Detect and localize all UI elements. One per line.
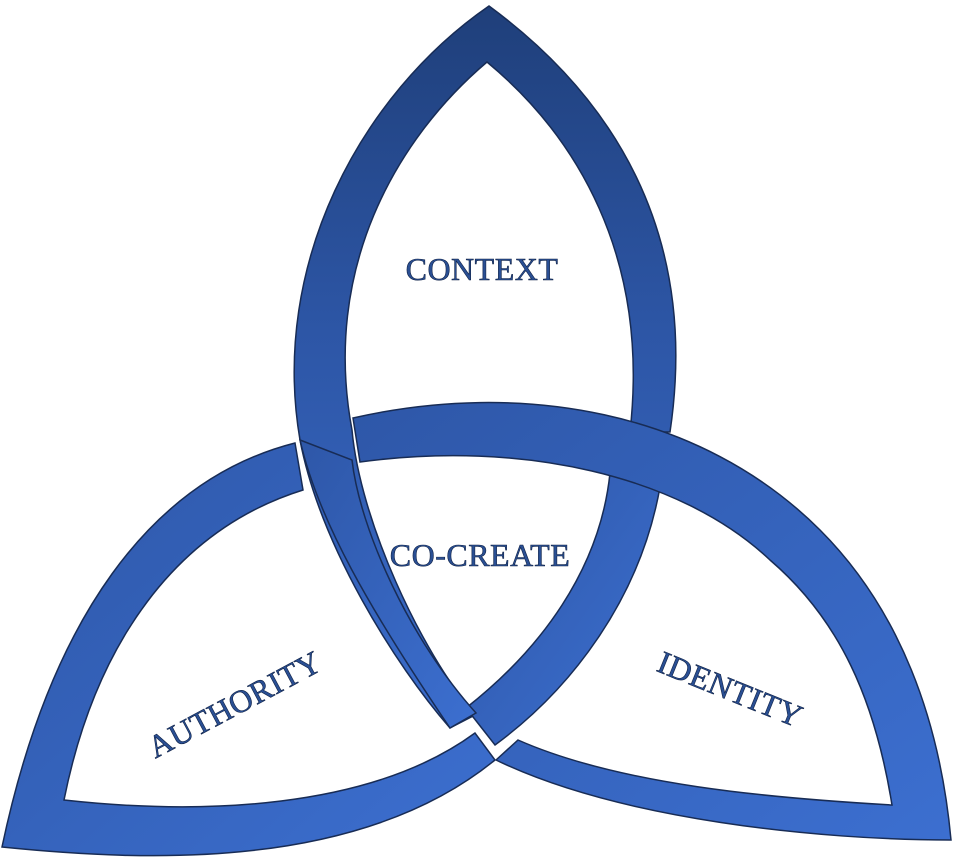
label-context: CONTEXT <box>406 251 559 287</box>
right-loop-band <box>352 401 952 841</box>
label-authority: AUTHORITY <box>142 643 328 765</box>
label-co-create: CO-CREATE <box>390 537 571 573</box>
right-loop <box>352 401 952 841</box>
left-loop-inner-band <box>464 472 661 747</box>
top-loop <box>293 5 677 729</box>
label-identity: IDENTITY <box>653 644 809 735</box>
left-loop-band <box>1 442 497 857</box>
crossing-overlay <box>298 438 478 729</box>
top-loop-band <box>293 5 677 729</box>
